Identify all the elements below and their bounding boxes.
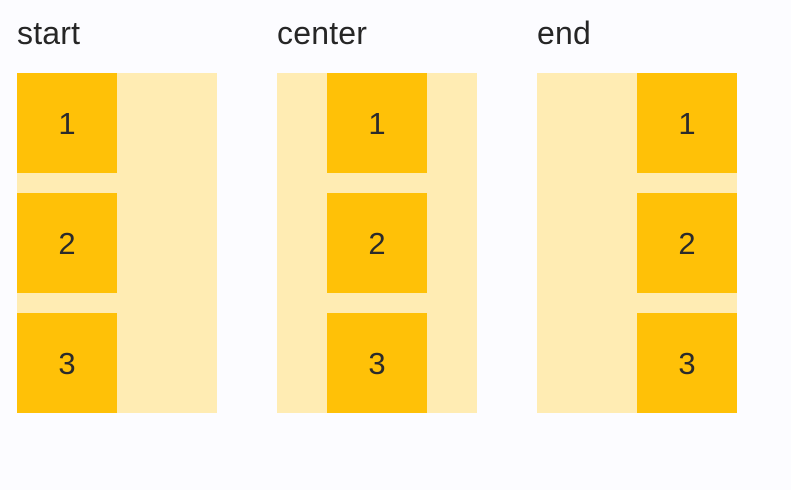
example-column-center: center 1 2 3	[277, 12, 477, 413]
flex-container: 1 2 3	[537, 73, 737, 413]
column-label: center	[277, 15, 368, 51]
column-label: end	[537, 15, 591, 51]
example-column-start: start 1 2 3	[17, 12, 217, 413]
flex-container: 1 2 3	[17, 73, 217, 413]
flex-item: 3	[637, 313, 737, 413]
flex-item: 3	[17, 313, 117, 413]
alignment-examples-row: start 1 2 3 center 1 2 3 end 1 2 3	[17, 12, 737, 413]
column-label: start	[17, 15, 81, 51]
example-column-end: end 1 2 3	[537, 12, 737, 413]
flex-item: 2	[327, 193, 427, 293]
flex-item: 1	[327, 73, 427, 173]
flex-item: 2	[637, 193, 737, 293]
flex-container: 1 2 3	[277, 73, 477, 413]
flex-item: 1	[17, 73, 117, 173]
flex-item: 1	[637, 73, 737, 173]
flex-item: 2	[17, 193, 117, 293]
flex-item: 3	[327, 313, 427, 413]
